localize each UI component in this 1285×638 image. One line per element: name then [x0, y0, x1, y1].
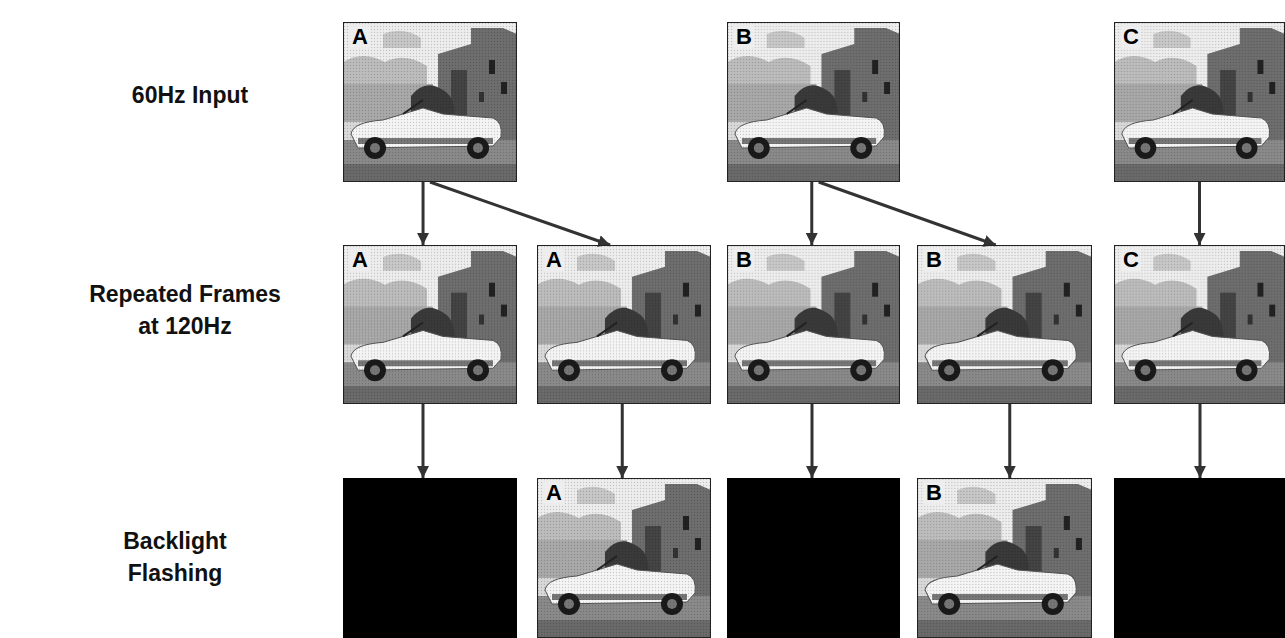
- dark-frame-arrows: [423, 404, 1200, 478]
- row-label: 60Hz Input: [80, 79, 300, 111]
- video-frame: B: [727, 245, 900, 404]
- frame-letter: B: [924, 482, 944, 504]
- frame-letter: B: [924, 249, 944, 271]
- frame-pictures: [343, 22, 1285, 638]
- row-label: Repeated Frames at 120Hz: [78, 278, 293, 342]
- video-frame: A: [343, 22, 517, 182]
- frame-letter: B: [734, 26, 754, 48]
- video-frame: A: [537, 245, 711, 404]
- video-frame: B: [727, 22, 900, 182]
- frame-arrow: [422, 182, 425, 245]
- row-label-text: Repeated Frames at 120Hz: [89, 281, 281, 339]
- frame-arrow: [621, 404, 624, 478]
- frame-arrow: [430, 182, 610, 245]
- frame-letter: A: [350, 26, 370, 48]
- frame-arrow: [819, 182, 996, 245]
- row-label: Backlight Flashing: [95, 525, 255, 589]
- frame-arrow: [1198, 182, 1201, 245]
- video-frame: B: [917, 245, 1092, 404]
- frame-letter: A: [350, 249, 370, 271]
- frame-letter: A: [544, 249, 564, 271]
- video-frame: C: [1114, 22, 1285, 182]
- frame-letter: C: [1121, 26, 1141, 48]
- frame-letter: A: [544, 482, 564, 504]
- frame-letter: C: [1121, 249, 1141, 271]
- video-frame: C: [1114, 245, 1285, 404]
- frame-arrow: [1008, 404, 1011, 478]
- video-frame: A: [343, 245, 517, 404]
- video-frame: B: [917, 478, 1092, 638]
- row-label-text: Backlight Flashing: [123, 528, 227, 586]
- frame-arrow: [810, 182, 813, 245]
- frame-letter: B: [734, 249, 754, 271]
- video-frame: A: [537, 478, 711, 638]
- dark-frames: [343, 478, 1285, 638]
- row-label-text: 60Hz Input: [132, 82, 248, 108]
